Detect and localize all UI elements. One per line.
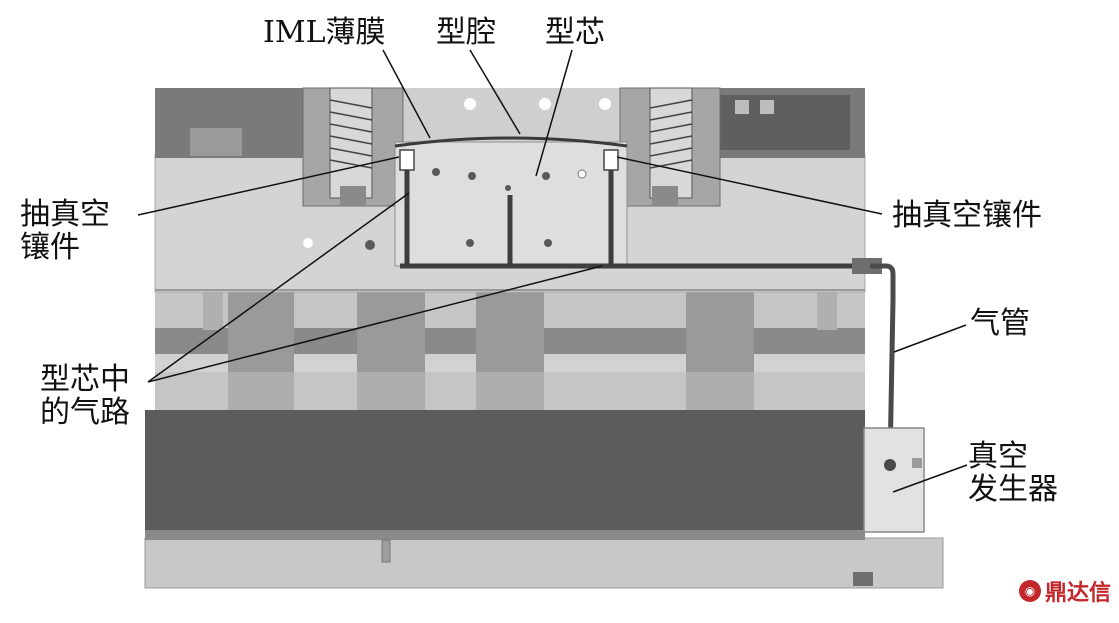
label-core: 型芯 (545, 15, 605, 50)
bolt-bottom (381, 539, 391, 563)
air-path-connector (852, 258, 882, 274)
vacuum-generator-port (884, 459, 896, 471)
label-vacuum-insert-right: 抽真空镶件 (892, 198, 1042, 233)
label-cavity: 型腔 (436, 15, 496, 50)
label-vacuum-insert-left-line2: 镶件 (20, 230, 80, 265)
vacuum-insert-right (603, 149, 619, 171)
vacuum-generator-knob (912, 458, 922, 468)
top-hole-2 (539, 98, 551, 110)
top-plate-slot-2 (760, 100, 774, 114)
leader-lines (137, 49, 968, 493)
label-vacuum-insert-left-line1: 抽真空 (20, 197, 110, 232)
core-hole-1 (432, 168, 440, 176)
label-vacuum-generator-line2: 发生器 (968, 472, 1058, 507)
vacuum-generator-body (863, 427, 925, 533)
bottom-base-plate (144, 537, 944, 589)
label-core-air-path-line1: 型芯中 (40, 362, 130, 397)
core-hole-7 (544, 239, 552, 247)
vacuum-insert-left (399, 149, 415, 171)
label-air-tube: 气管 (970, 306, 1030, 341)
plate-hole-1 (303, 238, 313, 248)
fitting-bottom-right (853, 572, 873, 586)
leader-vacuum-generator (892, 464, 968, 493)
leader-core-air-path-2 (147, 265, 603, 383)
core-hole-5 (505, 185, 511, 191)
pillar-small-left (203, 290, 223, 330)
core-air-paths (400, 170, 870, 269)
label-core-air-path: 型芯中 的气路 (40, 363, 130, 429)
right-slide-foot (652, 186, 678, 206)
label-core-air-path-line2: 的气路 (40, 395, 130, 430)
bottom-base-plate-top (145, 528, 865, 540)
label-vacuum-generator-line1: 真空 (968, 439, 1028, 474)
label-vacuum-insert-left: 抽真空 镶件 (20, 198, 110, 264)
core-hole-4 (577, 169, 587, 179)
pillar-small-right (817, 290, 837, 330)
top-plate-light-center (395, 88, 655, 143)
plate-hole-2 (365, 240, 375, 250)
leader-core-air-path-1 (147, 192, 410, 383)
external-air-tube (870, 263, 896, 463)
watermark-logo-icon: ◉ (1018, 580, 1041, 602)
watermark-text: 鼎达信 (1044, 581, 1111, 606)
core-hole-3 (542, 172, 550, 180)
leader-vacuum-insert-right (616, 156, 883, 215)
leader-iml-film (382, 49, 431, 139)
core-hole-2 (468, 172, 476, 180)
spring-coils (329, 99, 693, 169)
label-vacuum-generator: 真空 发生器 (968, 440, 1058, 506)
leader-vacuum-insert-left (137, 156, 400, 216)
iml-film-line (394, 136, 628, 148)
left-slide-foot (340, 186, 366, 206)
leader-air-tube (893, 324, 967, 353)
label-iml-film: IML薄膜 (263, 15, 386, 50)
leader-core (535, 49, 573, 177)
dark-clamp-plate (145, 410, 865, 530)
top-plate-slot-1 (735, 100, 749, 114)
top-hole-3 (599, 98, 611, 110)
watermark: ◉ 鼎达信 (1018, 575, 1111, 607)
top-plate-block-left (190, 128, 242, 156)
leader-cavity (469, 49, 521, 135)
top-hole-1 (464, 98, 476, 110)
pillar-zone-bottom-band (155, 372, 865, 410)
core-hole-6 (466, 239, 474, 247)
